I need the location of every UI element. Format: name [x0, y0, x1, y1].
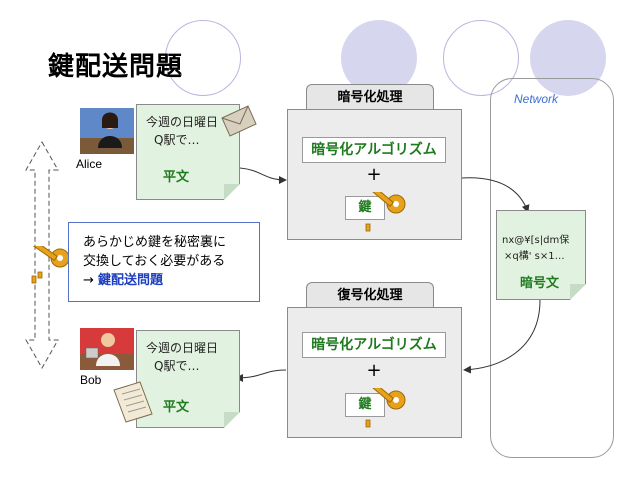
slide-title: 鍵配送問題: [48, 52, 184, 82]
note-line1: あらかじめ鍵を秘密裏に: [83, 235, 227, 250]
decrypt-key-box: 鍵: [345, 393, 385, 417]
bob-avatar-icon: [80, 328, 134, 370]
ciphertext-line1: nx@¥[s|dm保: [502, 235, 570, 246]
bob-doc-label: 平文: [163, 400, 190, 415]
network-lane: [490, 78, 614, 458]
encrypt-process-title: 暗号化処理: [306, 84, 434, 110]
document-pages-icon: [113, 381, 153, 423]
encrypt-key-icon: [365, 192, 406, 232]
key-exchange-arrow: [25, 140, 59, 370]
note-line2: 交換しておく必要がある: [83, 254, 226, 269]
decrypt-plus: +: [366, 360, 382, 381]
note-arrow: →: [83, 273, 99, 288]
bob-doc-line2: Q駅で…: [154, 359, 200, 373]
arrow-plaintext-to-encrypt: [239, 167, 287, 184]
alice-avatar-icon: [80, 108, 134, 154]
alice-name: Alice: [76, 157, 103, 171]
ciphertext-label: 暗号文: [520, 276, 560, 291]
encrypt-key-box: 鍵: [345, 196, 385, 220]
envelope-icon: [221, 105, 257, 137]
alice-doc-line1: 今週の日曜日: [146, 115, 219, 129]
arrow-decrypt-to-plaintext: [235, 369, 287, 382]
network-label: Network: [514, 92, 559, 106]
bob-name: Bob: [80, 373, 102, 387]
arrow-network-to-decrypt: [463, 299, 541, 374]
note-highlight: 鍵配送問題: [98, 273, 164, 288]
key-icon: [30, 246, 70, 284]
arrow-encrypt-to-network: [461, 177, 530, 213]
ciphertext-line2: ×q構' s×1…: [504, 251, 565, 262]
encrypt-algorithm: 暗号化アルゴリズム: [302, 137, 446, 163]
decor-circle-2: [341, 20, 417, 96]
decor-circle-1: [165, 20, 241, 96]
alice-doc-line2: Q駅で…: [154, 133, 200, 147]
alice-doc-label: 平文: [163, 170, 190, 185]
decrypt-process-title: 復号化処理: [306, 282, 434, 308]
decrypt-key-icon: [365, 388, 406, 428]
bob-doc-line1: 今週の日曜日: [146, 341, 219, 355]
decor-circle-3: [443, 20, 519, 96]
key-distribution-note: あらかじめ鍵を秘密裏に 交換しておく必要がある → 鍵配送問題: [68, 222, 260, 302]
encrypt-plus: +: [366, 164, 382, 185]
note-line3: → 鍵配送問題: [83, 271, 259, 290]
bob-plaintext-document: [136, 330, 240, 428]
decrypt-algorithm: 暗号化アルゴリズム: [302, 332, 446, 358]
